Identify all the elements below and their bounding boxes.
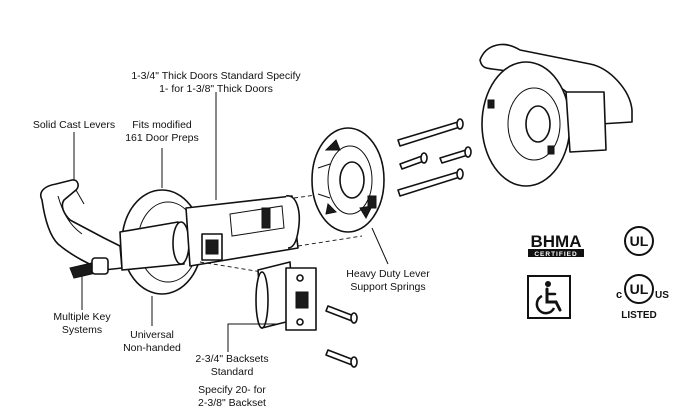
ul-logo-text: UL	[630, 233, 649, 249]
cul-c-text: c	[616, 289, 622, 301]
ul-logo: UL	[624, 226, 654, 256]
leader-backsets	[227, 323, 278, 352]
label-heavy-duty-line1: Heavy Duty Lever	[346, 268, 430, 280]
label-backsets-line2: Standard	[211, 366, 254, 378]
cul-listed-text: LISTED	[621, 310, 657, 321]
exterior-rose	[119, 189, 203, 295]
cul-us-text: US	[655, 290, 669, 301]
label-multiple-key-line2: Systems	[62, 324, 102, 336]
interior-lever	[479, 43, 633, 187]
leader-heavy-duty	[371, 227, 389, 265]
mounting-screws	[325, 118, 472, 368]
cul-us-listed-logo: UL c US LISTED	[616, 274, 669, 321]
label-heavy-duty-line2: Support Springs	[350, 281, 425, 293]
lock-chassis	[185, 195, 301, 267]
alignment-line	[297, 235, 363, 247]
mounting-plate	[311, 127, 385, 233]
label-thick-doors-line2: 1- for 1-3/8" Thick Doors	[159, 83, 273, 95]
label-solid-cast-levers: Solid Cast Levers	[33, 119, 115, 131]
alignment-line	[199, 261, 263, 273]
latch-assembly	[255, 261, 317, 331]
bhma-certified-logo: BHMA CERTIFIED	[528, 232, 584, 258]
bhma-logo-text: BHMA	[531, 232, 582, 251]
label-thick-doors-line1: 1-3/4" Thick Doors Standard Specify	[131, 70, 301, 82]
wheelchair-icon	[535, 281, 562, 315]
key-icon	[69, 257, 109, 279]
label-specify-line2: 2-3/8" Backset	[198, 397, 266, 409]
label-universal-line1: Universal	[130, 329, 174, 341]
label-specify-line1: Specify 20- for	[198, 384, 266, 396]
cul-logo-text: UL	[630, 281, 649, 297]
label-multiple-key-line1: Multiple Key	[53, 311, 111, 323]
label-fits-modified-line2: 161 Door Preps	[125, 132, 199, 144]
label-universal-line2: Non-handed	[123, 342, 181, 354]
bhma-logo-subtext: CERTIFIED	[534, 251, 577, 258]
label-fits-modified-line1: Fits modified	[132, 119, 192, 131]
label-backsets-line1: 2-3/4" Backsets	[195, 353, 268, 365]
accessibility-logo	[527, 275, 571, 319]
lever-handle	[40, 179, 123, 271]
